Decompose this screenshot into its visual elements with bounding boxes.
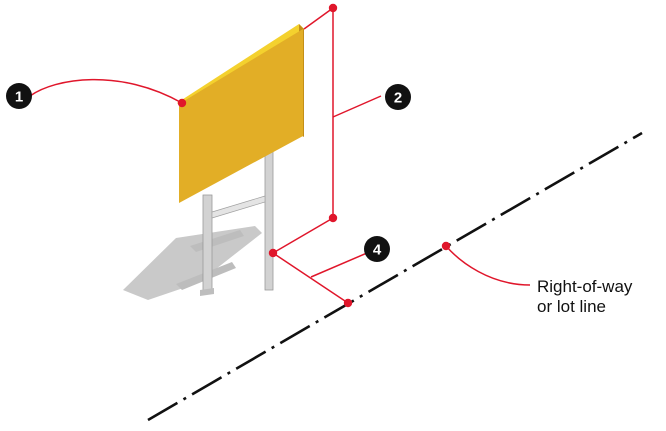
sign-shadow	[123, 226, 262, 300]
callout-1-number: 1	[15, 89, 23, 106]
dot-height-top	[328, 3, 338, 13]
dot-post-base	[268, 248, 278, 258]
post-front	[202, 194, 213, 294]
setback-line	[272, 252, 349, 304]
leader-row	[445, 245, 531, 286]
leader-2	[332, 95, 382, 118]
row-label-line-1: Right-of-way	[537, 277, 633, 296]
leader-1	[29, 78, 183, 104]
callout-2: 2	[385, 84, 411, 110]
dot-sign-corner	[177, 98, 187, 108]
dot-height-bottom	[328, 213, 338, 223]
sign-posts	[200, 149, 274, 296]
sign-board	[177, 24, 304, 203]
sign-bottom-link	[272, 217, 334, 254]
sign-face	[179, 29, 303, 203]
callout-4-number: 4	[373, 242, 382, 259]
dot-property-line	[343, 298, 353, 308]
leader-lines	[29, 7, 531, 304]
callout-2-number: 2	[394, 90, 402, 107]
dot-row-line	[441, 241, 451, 251]
leader-4	[310, 249, 375, 278]
row-label-line-2: or lot line	[537, 297, 606, 316]
property-line	[147, 131, 643, 422]
post-crossbar	[211, 195, 266, 219]
dimension-points	[177, 3, 451, 308]
sign-top-link	[303, 7, 334, 30]
post-back	[264, 149, 274, 291]
post-base	[200, 288, 214, 296]
callout-1: 1	[6, 83, 32, 109]
callout-4: 4	[364, 236, 390, 262]
